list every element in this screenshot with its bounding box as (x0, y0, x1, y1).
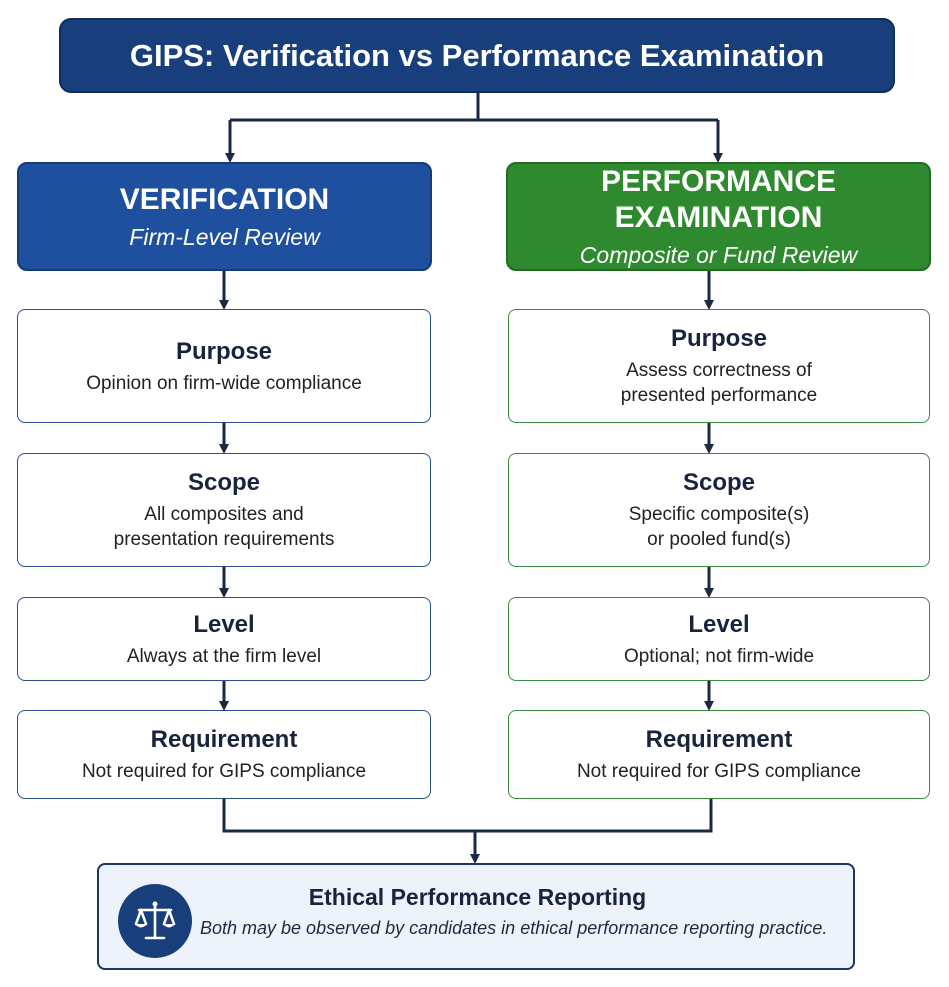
verification-header: VERIFICATION Firm-Level Review (17, 162, 432, 271)
arrow-title-split (230, 93, 718, 122)
card-title: Scope (682, 469, 756, 496)
examination-level-card: Level Optional; not firm-wide (508, 597, 930, 681)
card-text: Specific composite(s)or pooled fund(s) (628, 504, 810, 550)
diagram-title: GIPS: Verification vs Performance Examin… (59, 18, 895, 93)
diagram-title-text: GIPS: Verification vs Performance Examin… (129, 37, 825, 73)
footer-box (97, 863, 855, 970)
footer-text: Both may be observed by candidates in et… (200, 918, 828, 938)
card-text: Not required for GIPS compliance (576, 761, 862, 782)
card-text: Not required for GIPS compliance (81, 761, 367, 782)
arrow-merge (222, 799, 713, 859)
scales-icon (118, 884, 192, 958)
verification-requirement-card: Requirement Not required for GIPS compli… (17, 710, 431, 799)
card-title: Requirement (150, 726, 298, 753)
footer-title: Ethical Performance Reporting (308, 884, 647, 910)
card-title: Purpose (670, 325, 768, 352)
verification-level-card: Level Always at the firm level (17, 597, 431, 681)
examination-subheading: Composite or Fund Review (579, 241, 858, 268)
card-title: Purpose (175, 337, 273, 365)
examination-header: PERFORMANCE EXAMINATION Composite or Fun… (506, 162, 931, 271)
card-title: Level (688, 610, 750, 638)
card-text: Opinion on firm-wide compliance (86, 372, 362, 394)
card-title: Scope (187, 469, 261, 496)
examination-requirement-card: Requirement Not required for GIPS compli… (508, 710, 930, 799)
verification-heading: VERIFICATION (119, 182, 330, 216)
card-text: Always at the firm level (126, 645, 322, 667)
verification-subheading: Firm-Level Review (129, 223, 320, 250)
verification-purpose-card: Purpose Opinion on firm-wide compliance (17, 309, 431, 423)
card-text: Optional; not firm-wide (623, 645, 815, 667)
card-title: Level (193, 610, 255, 638)
examination-heading: PERFORMANCE EXAMINATION (600, 164, 836, 234)
examination-scope-card: Scope Specific composite(s)or pooled fun… (508, 453, 930, 567)
card-title: Requirement (645, 726, 793, 753)
